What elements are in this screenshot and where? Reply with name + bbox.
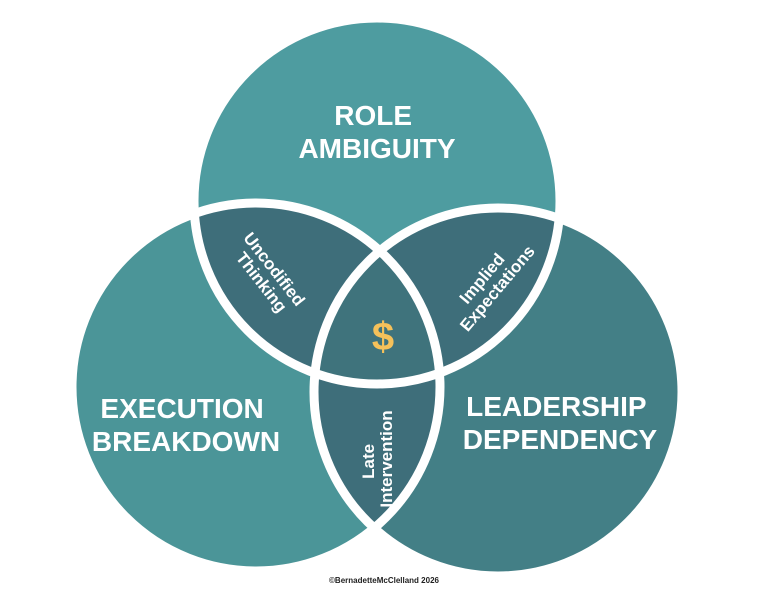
- label-role-ambiguity: ROLE AMBIGUITY: [298, 100, 455, 164]
- label-ambiguity: AMBIGUITY: [298, 133, 455, 164]
- intersection-center: [314, 208, 440, 384]
- dollar-sign-icon: $: [372, 315, 394, 359]
- label-breakdown: BREAKDOWN: [92, 426, 280, 457]
- copyright-caption: ©BernadetteMcClelland 2026: [329, 576, 439, 585]
- label-late: Late: [359, 444, 378, 479]
- label-late-intervention: Late Intervention: [359, 410, 396, 507]
- outline-top: [189, 13, 565, 389]
- label-execution: EXECUTION: [100, 393, 263, 424]
- label-leadership: LEADERSHIP: [466, 391, 646, 422]
- label-intervention: Intervention: [377, 410, 396, 507]
- label-dependency: DEPENDENCY: [463, 424, 658, 455]
- label-role: ROLE: [334, 100, 412, 131]
- outline-right: [309, 203, 687, 581]
- outline-left: [67, 198, 445, 576]
- label-execution-breakdown: EXECUTION BREAKDOWN: [92, 393, 280, 457]
- label-leadership-dependency: LEADERSHIP DEPENDENCY: [463, 391, 658, 455]
